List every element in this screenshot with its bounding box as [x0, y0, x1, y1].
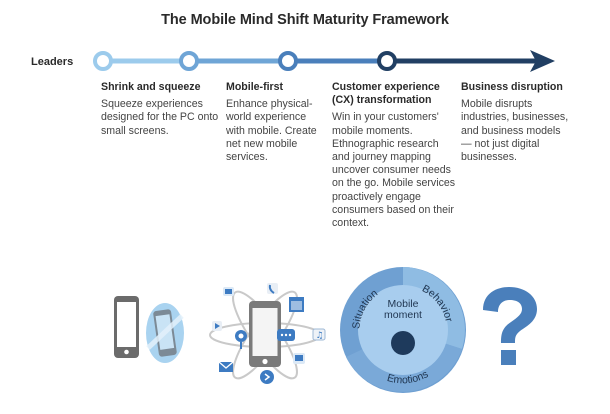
stage-business-disruption: Business disruption Mobile disrupts indu… [461, 81, 571, 164]
phone-orbit-apps-icon: ♫ [209, 283, 326, 384]
stage-description: Enhance physical-world experience with m… [226, 98, 317, 164]
wheel-center-label: Mobile moment [384, 298, 422, 321]
stage-cx-transformation: Customer experience (CX) transformation … [332, 81, 457, 230]
forward-app-icon [260, 370, 274, 384]
music-app-icon: ♫ [312, 328, 326, 341]
stage-heading: Shrink and squeeze [101, 81, 201, 93]
video-app-icon [212, 321, 222, 331]
stage-node-3 [278, 51, 298, 71]
stage-mobile-first: Mobile-first Enhance physical-world expe… [226, 81, 326, 164]
stage-heading: Mobile-first [226, 81, 284, 93]
camera-app-icon [223, 287, 234, 296]
question-mark-icon [483, 287, 537, 365]
timeline-arrowhead [530, 50, 555, 72]
chat-app-icon [277, 329, 295, 341]
maturity-timeline [93, 50, 555, 72]
mobile-moment-core [391, 331, 415, 355]
phone-app-icon [267, 283, 278, 294]
phone-shrink-icon [114, 296, 184, 363]
stage-node-1 [93, 51, 113, 71]
stage-shrink-and-squeeze: Shrink and squeeze Squeeze experiences d… [101, 81, 219, 138]
stage-description: Win in your customers' mobile moments. E… [332, 111, 456, 230]
page-title: The Mobile Mind Shift Maturity Framework [161, 12, 449, 28]
row-label: Leaders [31, 56, 74, 68]
stage-node-4 [377, 51, 397, 71]
stage-node-2 [179, 51, 199, 71]
photo-app-icon [293, 353, 305, 364]
stage-heading: Customer experience (CX) transformation [332, 81, 440, 107]
stage-description: Mobile disrupts industries, businesses, … [461, 98, 569, 164]
calendar-app-icon [289, 297, 304, 312]
svg-text:♫: ♫ [316, 331, 324, 341]
mobile-moment-wheel-icon: Situation Behavior Emotions [340, 267, 466, 393]
stage-heading: Business disruption [461, 81, 563, 93]
stage-description: Squeeze experiences designed for the PC … [101, 98, 219, 137]
location-app-icon [235, 330, 247, 349]
mail-app-icon [218, 361, 234, 372]
